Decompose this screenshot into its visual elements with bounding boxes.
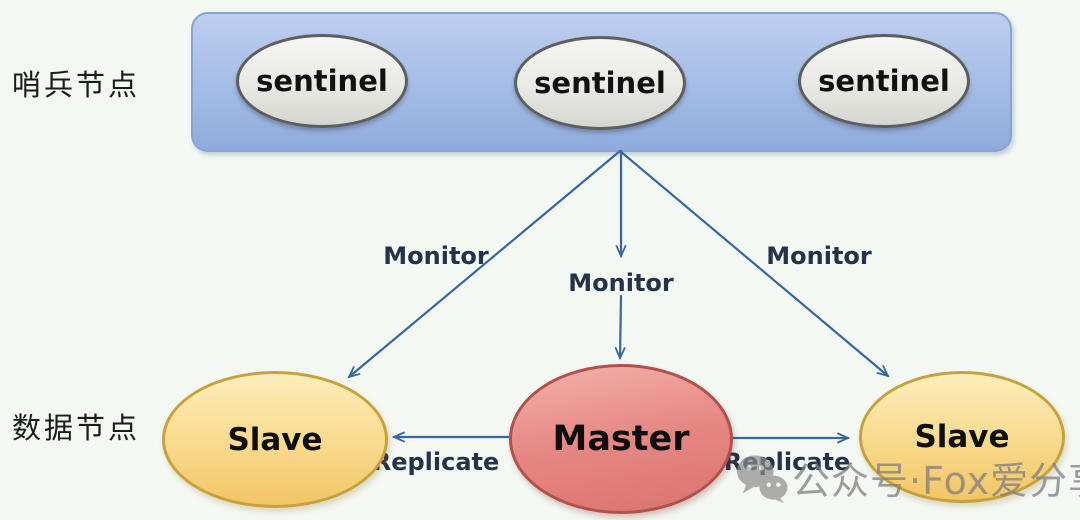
slave-node-label: Slave [227, 421, 323, 458]
replicate-label-left: Replicate [372, 448, 500, 476]
wechat-icon [737, 454, 788, 503]
sentinel-node-3: sentinel [798, 34, 970, 128]
monitor-label-middle: Monitor [568, 269, 674, 297]
monitor-label-left: Monitor [383, 242, 489, 270]
sentinel-row-label: 哨兵节点 [12, 68, 141, 102]
monitor-edge-middle-lower [614, 294, 626, 361]
monitor-label-right: Monitor [766, 242, 872, 270]
sentinel-node-label: sentinel [534, 66, 666, 100]
slave-node-label: Slave [914, 419, 1010, 455]
watermark-text: 公众号·Fox爱分享 [792, 459, 1080, 503]
sentinel-node-label: sentinel [818, 64, 950, 98]
sentinel-node-label: sentinel [256, 64, 388, 98]
master-node: Master [509, 364, 733, 514]
data-row-label: 数据节点 [12, 411, 141, 445]
slave-node-left: Slave [162, 371, 388, 508]
sentinel-node-1: sentinel [236, 34, 408, 128]
master-node-label: Master [552, 419, 690, 459]
watermark: 公众号·Fox爱分享 [736, 450, 1080, 505]
sentinel-node-2: sentinel [514, 36, 686, 130]
slave-node-right: Slave [859, 371, 1065, 503]
